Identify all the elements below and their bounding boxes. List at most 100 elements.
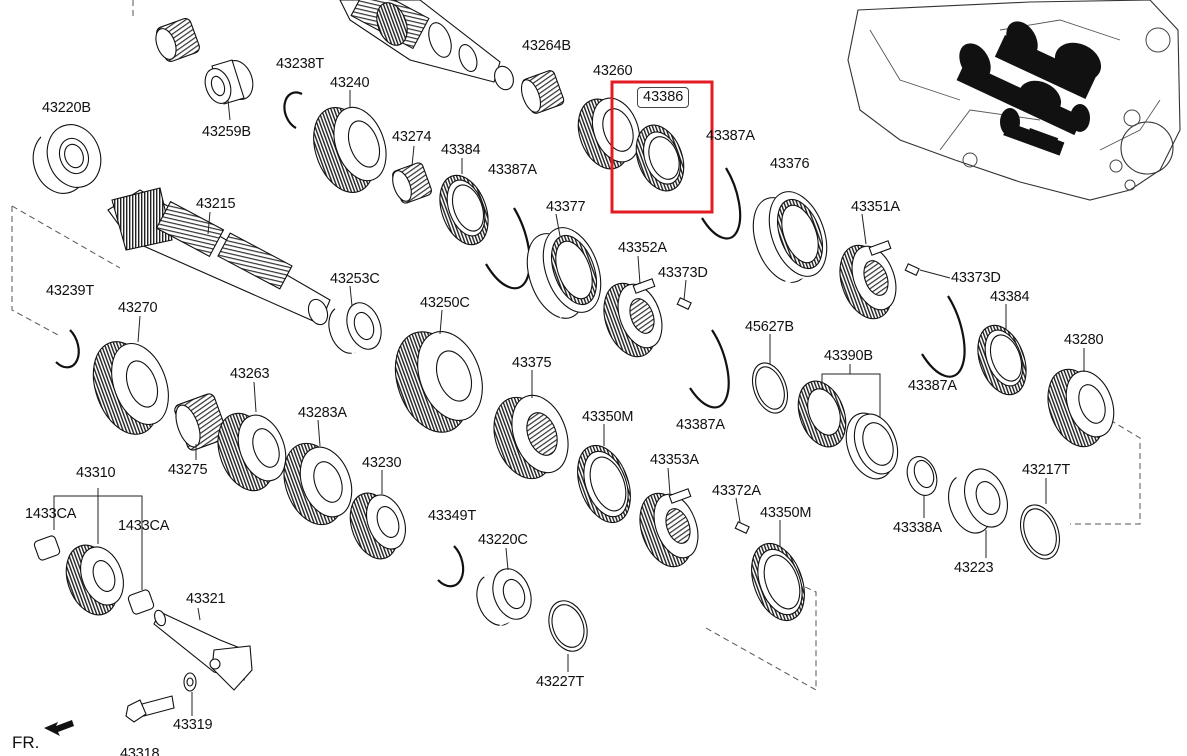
part-label: 1433CA — [118, 518, 170, 534]
part-label: 43259B — [202, 124, 251, 140]
ring-43338A — [906, 456, 938, 496]
part-label: 43353A — [650, 452, 699, 468]
part-label: 43350M — [582, 409, 634, 425]
synchro-ring-43384-2 — [977, 324, 1027, 396]
idler-shaft-43321 — [153, 609, 253, 691]
leader-lines — [53, 90, 1085, 716]
part-label: 43240 — [330, 75, 370, 91]
key-43372A — [734, 521, 750, 534]
ring-43390B-a — [797, 380, 847, 448]
part-label: 43217T — [1022, 462, 1070, 478]
part-label: 43387A — [488, 162, 537, 178]
part-label: 43387A — [706, 128, 755, 144]
gear-43263 — [217, 412, 287, 492]
part-label: 43373D — [951, 270, 1001, 286]
transmission-housing-inset — [847, 0, 1181, 201]
part-label: 43274 — [392, 129, 432, 145]
part-label: 43338A — [893, 520, 942, 536]
part-label: 43384 — [441, 142, 481, 158]
gear-43230 — [349, 492, 406, 560]
output-shaft-top — [339, 0, 514, 91]
sleeve-43377 — [526, 226, 606, 319]
part-label: 43387A — [908, 378, 957, 394]
part-label: 43318 — [120, 746, 160, 756]
needle-bearing-43264B — [520, 70, 565, 114]
snap-ring-43239T — [55, 329, 80, 369]
snap-ring-43227T — [548, 600, 588, 652]
part-label: 43220C — [478, 532, 528, 548]
snap-ring-43217T — [1020, 504, 1060, 560]
part-label: 43390B — [824, 348, 873, 364]
gear-43283A — [283, 442, 353, 526]
idler-gear-43310 — [65, 544, 124, 616]
snap-ring-43349T — [437, 545, 465, 588]
washer-43319 — [183, 672, 197, 692]
bushing-1433CA-2 — [127, 589, 155, 615]
part-label: 43350M — [760, 505, 812, 521]
part-label: 43319 — [173, 717, 213, 733]
needle-bearing-43275 — [174, 393, 228, 451]
seal-ring-45627B — [751, 362, 789, 414]
sleeve-43376 — [752, 190, 832, 284]
part-label: 43387A — [676, 417, 725, 433]
key-43373D-1 — [676, 297, 692, 310]
snap-ring-43387A-4 — [689, 329, 730, 409]
bearing-43220B — [32, 122, 102, 194]
part-label: 45627B — [745, 319, 794, 335]
synchro-hub-43353A — [639, 488, 699, 568]
part-label: 43253C — [330, 271, 380, 287]
part-label: 43349T — [428, 508, 476, 524]
highlighted-part-label[interactable]: 43386 — [637, 87, 690, 108]
part-label: 43321 — [186, 591, 226, 607]
part-label: 43375 — [512, 355, 552, 371]
part-label: 43230 — [362, 455, 402, 471]
part-label: 43250C — [420, 295, 470, 311]
input-shaft-43215 — [107, 187, 331, 326]
synchro-hub-43352A — [603, 278, 663, 358]
part-label: 43275 — [168, 462, 208, 478]
part-label: 43352A — [618, 240, 667, 256]
part-label: 43215 — [196, 196, 236, 212]
gear-43260 — [577, 97, 641, 170]
needle-bearing-43274 — [392, 162, 432, 204]
part-label: 43270 — [118, 300, 158, 316]
key-43373D-2 — [904, 263, 920, 276]
part-label: 43280 — [1064, 332, 1104, 348]
synchro-ring-43386[interactable] — [628, 119, 693, 198]
synchro-hub-43351A — [839, 240, 897, 320]
part-label: 43263 — [230, 366, 270, 382]
bushing-1433CA-1 — [33, 535, 61, 561]
part-label: 43373D — [658, 265, 708, 281]
part-label: 43384 — [990, 289, 1030, 305]
part-label: 43351A — [851, 199, 900, 215]
synchro-ring-43350M-1 — [577, 444, 631, 524]
part-label: 43220B — [42, 100, 91, 116]
ring-43390B-b — [845, 412, 899, 480]
needle-bearing-top-left — [155, 18, 200, 62]
part-label: 43223 — [954, 560, 994, 576]
synchro-ring-43350M-2 — [751, 542, 805, 622]
part-label: 43377 — [546, 199, 586, 215]
part-label: 43372A — [712, 483, 761, 499]
bearing-43223 — [948, 466, 1008, 534]
part-label: 43239T — [46, 283, 94, 299]
snap-ring-43387A-1 — [701, 167, 742, 240]
bolt-43318 — [125, 695, 175, 723]
snap-ring-43387A-3 — [921, 295, 966, 378]
part-label: 43310 — [76, 465, 116, 481]
collar-43259B — [204, 59, 254, 105]
front-arrow-icon — [44, 720, 74, 736]
synchro-hub-43375 — [493, 394, 569, 480]
gear-43280 — [1047, 368, 1115, 448]
part-label: 43264B — [522, 38, 571, 54]
synchro-ring-43384-1 — [439, 174, 489, 246]
gear-43250C — [394, 331, 483, 433]
part-label: 43283A — [298, 405, 347, 421]
snap-ring-43387A-2 — [485, 207, 531, 290]
part-label: 43376 — [770, 156, 810, 172]
gear-43270 — [92, 341, 169, 435]
part-label: 1433CA — [25, 506, 77, 522]
collar-43253C — [328, 296, 386, 354]
guide-lines — [11, 0, 1141, 691]
